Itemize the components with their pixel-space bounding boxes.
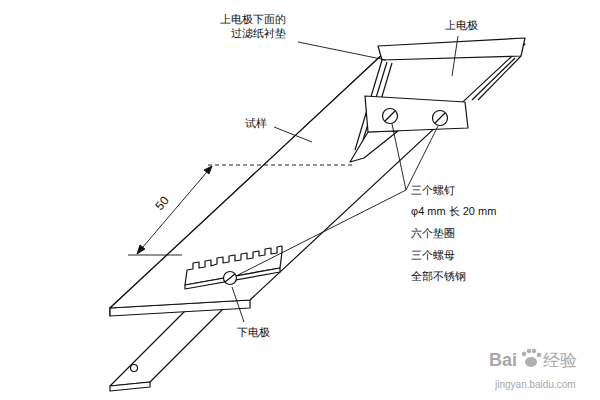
leader-line — [298, 42, 386, 60]
screw-head — [433, 111, 448, 126]
watermark: Bai — [488, 349, 518, 372]
watermark: jingyan.baidu.com — [494, 378, 577, 391]
specimen-strip — [110, 44, 525, 308]
lower-electrode-edge — [185, 268, 280, 289]
filter-pad — [472, 58, 515, 100]
watermark-icon — [522, 349, 542, 367]
screw-slot — [435, 113, 445, 123]
tab-hole — [131, 365, 138, 372]
screw-head — [224, 272, 237, 285]
upper-electrode-lip — [350, 131, 398, 162]
note-text: 六个垫圈 — [410, 226, 456, 240]
lower-electrode — [185, 246, 282, 285]
arrowhead — [204, 166, 212, 174]
upper-electrode-plate — [365, 96, 468, 132]
note-text: φ4 mm 长 20 mm — [410, 204, 497, 218]
leader-line — [392, 124, 406, 190]
part-name: 上电极下面的 过滤纸衬垫 — [216, 12, 287, 41]
arrowhead — [137, 245, 145, 254]
note-text: 全部不锈钢 — [410, 269, 467, 283]
leader-line — [232, 287, 244, 322]
screw-slot — [385, 111, 395, 121]
part-name: 下电极 — [236, 325, 271, 339]
screw-head — [383, 109, 398, 124]
watermark: 经验 — [542, 350, 578, 372]
filter-pad — [478, 56, 521, 100]
screw-slot — [225, 274, 235, 282]
dimension-line — [137, 166, 212, 254]
leader-line — [406, 126, 438, 190]
note-text: 三个螺钉 — [410, 183, 456, 197]
part-name: 试样 — [244, 116, 268, 130]
upper-electrode-top — [378, 38, 525, 60]
extension-line — [205, 165, 352, 166]
leader-line — [452, 36, 458, 76]
note-text: 三个螺母 — [410, 248, 456, 262]
leader-line — [236, 190, 406, 276]
part-name: 上电极 — [444, 18, 479, 32]
extension-line — [128, 255, 182, 256]
tab-edge — [110, 382, 150, 391]
dimension-value: 50 — [152, 193, 174, 215]
leader-line — [274, 127, 312, 142]
